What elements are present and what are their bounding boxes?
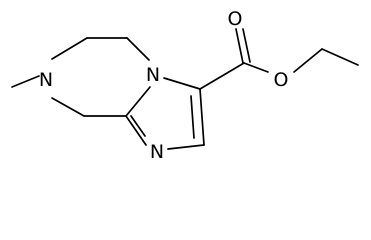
atom-label-n4: N: [146, 64, 160, 86]
bond-n1-c8a-inner: [130, 115, 146, 137]
bond-carbonyl-o-b: [242, 28, 251, 63]
bond-c2-n1: [167, 144, 205, 150]
atom-n1: N: [150, 141, 164, 163]
bonds: [11, 28, 359, 150]
atom-label-n7: N: [39, 69, 53, 91]
bond-n7-c6: [51, 37, 88, 60]
bond-c3-carbonyl: [199, 62, 245, 90]
bond-n7-c8: [51, 97, 85, 117]
bond-carbonyl-o-a: [235, 28, 244, 64]
atom-n4: N: [146, 64, 160, 86]
bond-c8a-n4: [125, 86, 151, 117]
atom-n7: N: [39, 69, 53, 91]
bond-oester-ch2: [293, 48, 323, 73]
atom-o-carbonyl: O: [228, 8, 243, 30]
atom-label-n1: N: [150, 141, 164, 163]
structure-canvas: N N N O O: [11, 8, 359, 163]
atoms: N N N O O: [39, 8, 289, 163]
atom-label-o-carbonyl: O: [228, 8, 243, 30]
bond-c3-c2: [199, 88, 205, 146]
bond-c5-n4: [126, 37, 150, 61]
bond-methyl-n: [11, 75, 40, 88]
atom-label-o-ester: O: [274, 69, 289, 91]
bond-carbonyl-oester: [243, 62, 269, 73]
bond-n4-c3: [163, 77, 201, 90]
bond-c3-c2-inner: [190, 95, 195, 139]
atom-o-ester: O: [274, 69, 289, 91]
bond-n1-c8a: [125, 115, 147, 146]
bond-ch2-ch3: [321, 48, 359, 66]
